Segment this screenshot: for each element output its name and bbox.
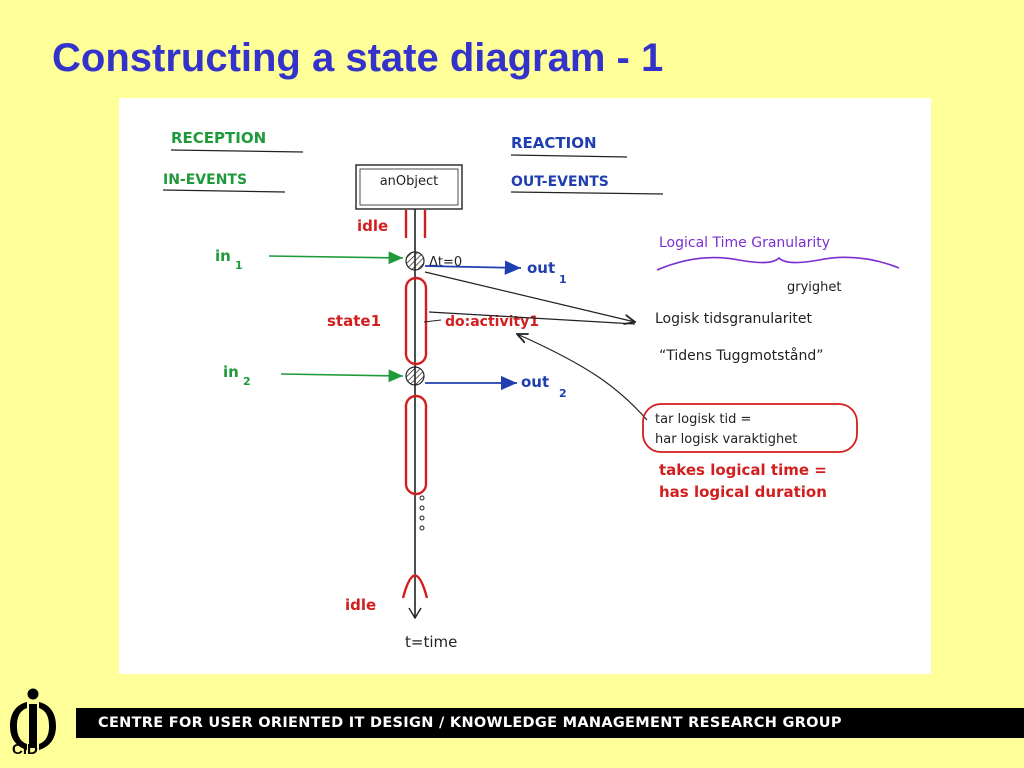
in2-arrow	[280, 369, 404, 383]
in-events-heading: IN-EVENTS	[163, 172, 247, 188]
idle-top-label: idle	[357, 217, 388, 235]
logo-label: CID	[12, 741, 38, 758]
granularity-brace	[656, 256, 900, 271]
tar-line2: har logisk varaktighet	[655, 432, 797, 447]
granularity-sv-note: Logisk tidsgranularitet	[655, 311, 812, 327]
state-diagram-sketch: RECEPTION IN-EVENTS REACTION OUT-EVENTS …	[119, 98, 931, 674]
in2-subscript: 2	[243, 375, 251, 388]
duration-box	[642, 403, 858, 453]
footer-text: CENTRE FOR USER ORIENTED IT DESIGN / KNO…	[98, 715, 842, 731]
delta-label: Δt=0	[429, 255, 462, 270]
object-box-label: anObject	[380, 174, 439, 189]
in1-arrow	[268, 251, 404, 265]
state2-box	[404, 394, 428, 496]
reception-underline	[170, 149, 304, 153]
transition-node-2	[405, 366, 425, 386]
gryning-note: gryighet	[787, 280, 842, 295]
time-arrowhead	[408, 607, 422, 620]
in-events-underline	[162, 189, 286, 193]
out-events-underline	[510, 191, 664, 195]
continuation-dots	[419, 495, 425, 531]
out1-subscript: 1	[559, 273, 567, 286]
out2-label: out	[521, 373, 549, 391]
time-label: t=time	[405, 633, 457, 651]
slide-title: Constructing a state diagram - 1	[52, 36, 664, 80]
in1-label: in	[215, 247, 231, 265]
footer-bar: CENTRE FOR USER ORIENTED IT DESIGN / KNO…	[76, 708, 1024, 738]
duration-pointer	[517, 334, 648, 421]
reception-heading: RECEPTION	[171, 129, 266, 147]
in1-subscript: 1	[235, 259, 243, 272]
idle-top-region	[404, 210, 427, 238]
out1-arrow	[424, 260, 522, 275]
granularity-en-note: Logical Time Granularity	[659, 235, 830, 251]
state1-label: state1	[327, 312, 381, 330]
takes-line2: has logical duration	[659, 483, 827, 501]
idle-bottom-label: idle	[345, 596, 376, 614]
reaction-underline	[510, 154, 628, 158]
activity-label: do:activity1	[445, 314, 539, 330]
tidens-note: “Tidens Tuggmotstånd”	[659, 347, 824, 364]
cid-logo	[10, 688, 56, 750]
sketch-canvas: RECEPTION IN-EVENTS REACTION OUT-EVENTS …	[162, 129, 900, 651]
transition-node-1	[405, 251, 425, 271]
out2-subscript: 2	[559, 387, 567, 400]
in2-label: in	[223, 363, 239, 381]
object-box-inner	[359, 168, 459, 206]
activity-pointer	[423, 319, 442, 323]
state1-box	[404, 276, 428, 366]
idle-bottom-region	[401, 574, 429, 599]
object-box	[355, 164, 463, 210]
out-events-heading: OUT-EVENTS	[511, 174, 609, 190]
reaction-heading: REACTION	[511, 134, 597, 152]
out1-label: out	[527, 259, 555, 277]
granularity-pointer-1	[424, 271, 635, 322]
tar-line1: tar logisk tid =	[655, 412, 751, 427]
takes-line1: takes logical time =	[659, 461, 827, 479]
granularity-pointer-2	[428, 311, 636, 325]
